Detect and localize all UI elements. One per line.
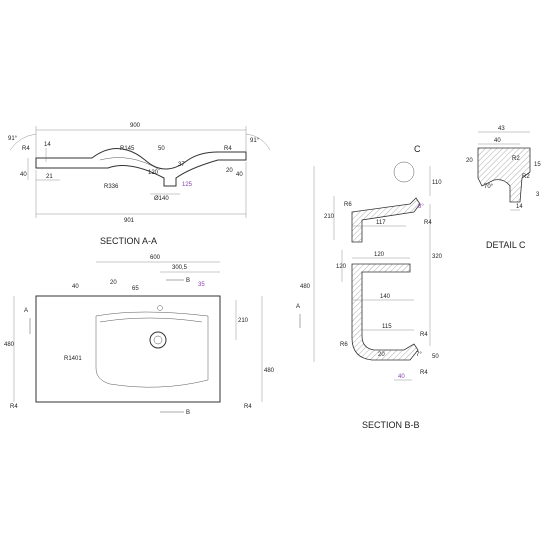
dim-aa-21: 21 — [46, 174, 53, 180]
dim-bb-r6-top: R6 — [344, 202, 352, 208]
dim-top-300: 300,5 — [172, 265, 188, 271]
dim-bb-320: 320 — [432, 254, 443, 260]
dim-top-65: 65 — [132, 286, 139, 292]
dim-dc-r2-bottom: R2 — [522, 174, 530, 180]
overflow-icon — [157, 305, 163, 311]
dim-bb-120-v: 120 — [336, 264, 347, 270]
dim-top-210: 210 — [238, 318, 249, 324]
dim-top-600: 600 — [150, 255, 161, 261]
dim-aa-angle-right: 91° — [250, 138, 260, 144]
top-view-basin — [95, 311, 209, 388]
dim-aa-900: 900 — [130, 123, 141, 129]
dim-aa-40-right: 40 — [236, 172, 243, 178]
dim-bb-r4-top: R4 — [424, 220, 432, 226]
dim-top-r4-right: R4 — [244, 404, 252, 410]
detail-c-title: DETAIL C — [486, 240, 526, 250]
dim-top-480-right: 480 — [264, 368, 275, 374]
detail-c: 43 40 20 R2 15 R2 70° 3 14 DETAIL C — [466, 126, 541, 250]
dim-dc-15: 15 — [534, 162, 541, 168]
top-view: 600 300,5 20 65 40 35 480 480 210 R1401 … — [4, 255, 275, 416]
section-bb-title: SECTION B-B — [362, 420, 420, 430]
dim-aa-r336: R336 — [104, 184, 119, 190]
dim-top-35: 35 — [198, 282, 205, 288]
dim-top-40: 40 — [72, 284, 79, 290]
dim-aa-r4-left: R4 — [22, 146, 30, 152]
dim-dc-3: 3 — [536, 192, 540, 198]
dim-bb-50: 50 — [432, 354, 439, 360]
dim-aa-angle-left: 91° — [8, 136, 18, 142]
dim-aa-901: 901 — [124, 218, 135, 224]
dim-bb-r6-bottom: R6 — [340, 342, 348, 348]
marker-b-bottom: B — [186, 410, 190, 416]
drain-icon — [149, 331, 167, 349]
dim-bb-210: 210 — [324, 214, 335, 220]
dim-aa-50: 50 — [158, 146, 165, 152]
dim-aa-120: 120 — [148, 170, 159, 176]
dim-bb-117: 117 — [376, 220, 386, 226]
dim-aa-14: 14 — [44, 142, 51, 148]
dim-dc-14: 14 — [516, 204, 523, 210]
detail-c-profile — [477, 147, 531, 203]
dim-bb-r4-mid: R4 — [420, 332, 428, 338]
dim-dc-43: 43 — [498, 126, 505, 132]
dim-bb-115: 115 — [382, 324, 392, 330]
dim-bb-20: 20 — [378, 352, 385, 358]
dim-bb-140: 140 — [380, 294, 391, 300]
dim-dc-r2-top: R2 — [512, 156, 520, 162]
marker-b-top: B — [186, 278, 190, 284]
dim-dc-20: 20 — [466, 158, 473, 164]
dim-aa-20: 20 — [226, 168, 233, 174]
dim-bb-r4-bottom: R4 — [420, 370, 428, 376]
detail-c-circle — [393, 161, 415, 183]
dim-top-480-left: 480 — [4, 342, 15, 348]
marker-a-bb: A — [296, 304, 300, 310]
top-view-outline — [35, 295, 221, 403]
dim-aa-r4-right: R4 — [224, 146, 232, 152]
dim-aa-40-left: 40 — [20, 172, 27, 178]
dim-bb-110: 110 — [432, 180, 442, 186]
section-aa-profile — [35, 148, 247, 187]
dim-bb-120-h: 120 — [374, 252, 385, 258]
marker-a-top: A — [24, 308, 28, 314]
dim-top-20: 20 — [110, 280, 117, 286]
dim-top-r4-left: R4 — [10, 404, 18, 410]
dim-bb-7: 7° — [416, 352, 422, 358]
dim-bb-8: 8° — [418, 204, 424, 210]
dim-aa-140: Ø140 — [154, 196, 169, 202]
section-bb-profile — [351, 197, 421, 243]
dim-aa-125: 125 — [182, 182, 193, 188]
dim-aa-r145: R145 — [120, 146, 135, 152]
dim-bb-480: 480 — [300, 284, 311, 290]
dim-dc-70: 70° — [484, 184, 494, 190]
dim-aa-37: 37 — [178, 162, 185, 168]
section-aa: 900 901 91° 91° R4 R4 14 40 21 R145 50 3… — [8, 123, 271, 246]
dim-bb-40: 40 — [398, 374, 405, 380]
marker-c: C — [414, 144, 421, 154]
dim-dc-40: 40 — [494, 138, 501, 144]
section-aa-title: SECTION A-A — [100, 236, 157, 246]
dim-top-r1401: R1401 — [64, 356, 82, 362]
section-bb: C 480 210 120 110 320 50 117 120 140 115… — [296, 144, 443, 430]
